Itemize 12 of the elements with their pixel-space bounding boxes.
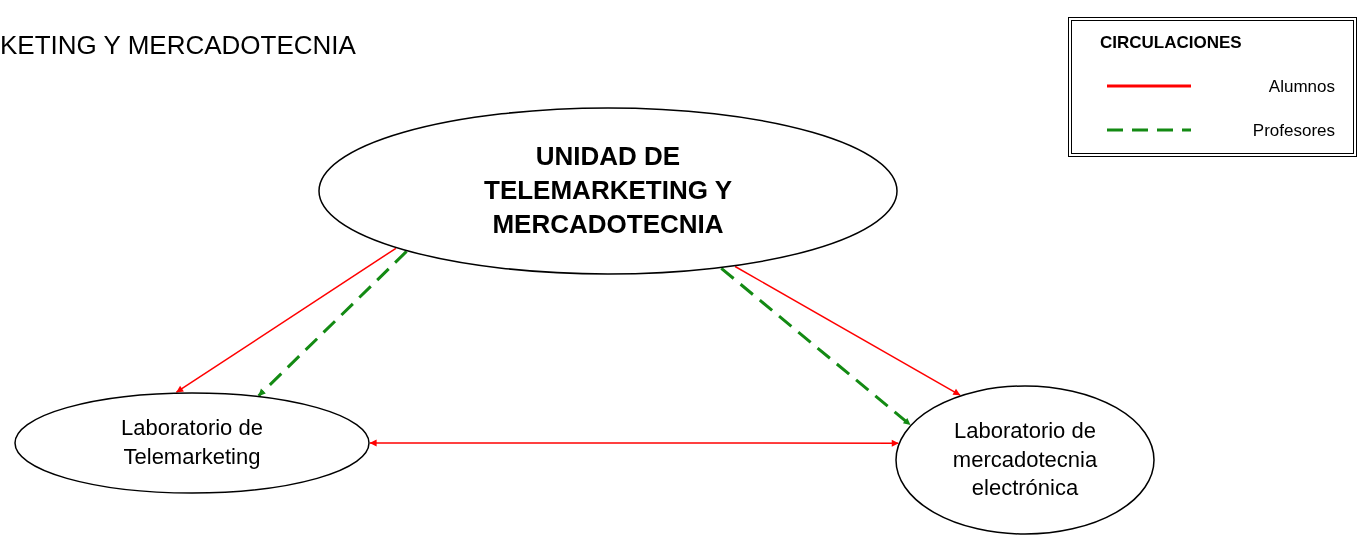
arrow xyxy=(175,247,397,393)
diagram-title: KETING Y MERCADOTECNIA xyxy=(0,30,356,61)
legend-label: Alumnos xyxy=(1268,77,1335,97)
node-label: Laboratorio de Telemarketing xyxy=(120,414,264,471)
arrow xyxy=(257,250,408,397)
node-label: Laboratorio de mercadotecnia electrónica xyxy=(951,417,1099,503)
legend-title: CIRCULACIONES xyxy=(1100,33,1242,53)
arrow xyxy=(734,265,961,396)
legend-label: Profesores xyxy=(1252,121,1335,141)
arrow xyxy=(720,267,912,426)
node-label: UNIDAD DE TELEMARKETING Y MERCADOTECNIA xyxy=(483,140,733,241)
arrow xyxy=(369,439,900,447)
